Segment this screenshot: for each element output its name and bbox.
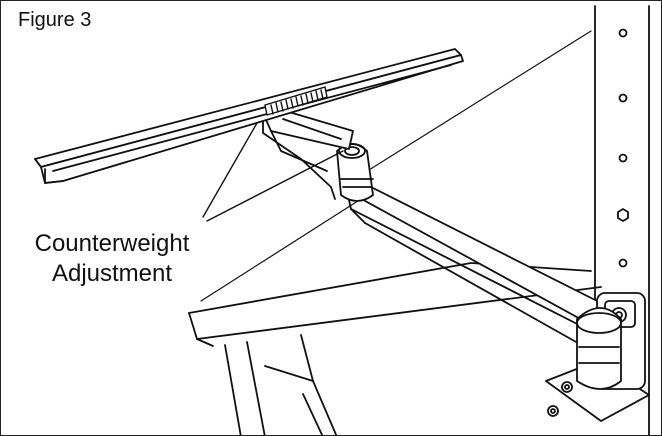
monitor-tray [34,48,464,184]
callout-line-1: Counterweight [34,230,190,257]
perspective-lines [200,30,592,302]
rail-hole [618,258,628,268]
rail-bolt [617,208,629,222]
wall-joint [576,292,646,390]
figure-title: Figure 3 [18,9,92,31]
rail-hole [618,93,628,103]
rail-hole [618,28,628,38]
rail-hole [618,153,628,163]
counterweight-adjustment-label: Counterweight Adjustment [23,229,201,289]
callout-line-2: Adjustment [51,260,173,287]
desk [188,262,650,435]
lower-arm [346,186,610,348]
pivot-joint [336,143,374,202]
counterweight-screw [264,86,328,116]
wall-rail [594,5,650,435]
callout-leaders [202,122,344,222]
